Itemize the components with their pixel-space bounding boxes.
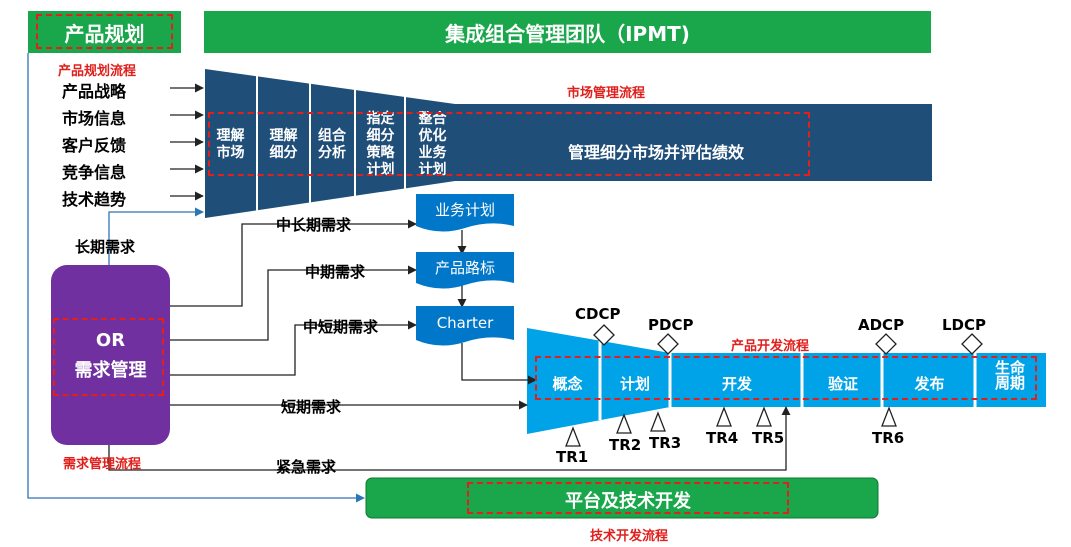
funnel-col-portfolio-analysis: 组合 分析 <box>318 128 346 161</box>
tr2-label: TR2 <box>609 436 642 454</box>
or-title: OR <box>95 330 126 351</box>
funnel-col-understand-segment: 理解 细分 <box>269 128 298 161</box>
platform-dashed-frame <box>467 482 789 514</box>
tr4-label: TR4 <box>706 429 739 447</box>
doc-product-roadmap <box>416 252 514 289</box>
phase-develop: 开发 <box>721 375 752 393</box>
platform-bar <box>365 477 879 519</box>
funnel-col-understand-market: 理解 市场 <box>216 128 245 161</box>
input-market-info: 市场信息 <box>62 109 127 128</box>
market-bar-label: 管理细分市场并评估绩效 <box>568 143 745 162</box>
tr4-triangle <box>716 406 732 427</box>
product-planning-flow-label: 产品规划流程 <box>58 64 137 79</box>
or-dashed-frame <box>53 318 164 396</box>
funnel-col-segment-strategy: 指定 细分 策略 计划 <box>366 111 395 178</box>
input-tech-trends: 技术趋势 <box>62 190 127 209</box>
adcp-diamond <box>875 333 897 355</box>
doc-product-roadmap-label: 产品路标 <box>434 258 495 277</box>
or-subtitle: 需求管理 <box>74 360 147 381</box>
product-dev-flow-label: 产品开发流程 <box>731 339 810 354</box>
phase-release: 发布 <box>914 375 945 393</box>
requirement-mgmt-flow-label: 需求管理流程 <box>63 457 142 472</box>
phase-lifecycle: 生命 周期 <box>994 359 1025 392</box>
ipmt-header: 集成组合管理团队（IPMT) <box>204 11 931 53</box>
ipmt-title: 集成组合管理团队（IPMT) <box>445 21 690 46</box>
phase-plan: 计划 <box>619 375 650 393</box>
tr2-triangle <box>616 413 632 434</box>
input-competition-info: 竞争信息 <box>62 163 127 182</box>
phase-verify: 验证 <box>827 375 858 393</box>
tr1-label: TR1 <box>556 448 589 466</box>
tr3-triangle <box>650 411 666 432</box>
adcp-label: ADCP <box>858 316 905 334</box>
market-dashed-frame <box>208 112 810 176</box>
doc-charter-label: Charter <box>436 314 494 332</box>
demand-mid-short-label: 中短期需求 <box>303 318 379 336</box>
market-funnel <box>205 69 932 218</box>
ldcp-diamond <box>961 333 983 355</box>
demand-mid-long-label: 中长期需求 <box>276 216 352 234</box>
cdcp-diamond <box>593 324 615 346</box>
product-planning-dashed-frame <box>36 14 173 49</box>
input-product-strategy: 产品战略 <box>62 82 127 101</box>
ldcp-label: LDCP <box>942 316 987 334</box>
or-box <box>51 265 170 445</box>
product-dev-funnel <box>527 328 1046 434</box>
pdcp-diamond <box>657 333 679 355</box>
doc-business-plan-label: 业务计划 <box>434 200 495 219</box>
demand-urgent-label: 紧急需求 <box>276 458 337 476</box>
input-customer-feedback: 客户反馈 <box>62 136 127 155</box>
cdcp-label: CDCP <box>575 305 621 323</box>
doc-charter <box>416 306 514 346</box>
doc-business-plan <box>416 194 514 232</box>
tr6-triangle <box>881 406 897 427</box>
demand-short-label: 短期需求 <box>281 398 342 416</box>
demand-long-label: 长期需求 <box>75 238 136 256</box>
phase-concept: 概念 <box>552 375 583 393</box>
tr6-label: TR6 <box>872 429 905 447</box>
pdcp-label: PDCP <box>648 316 694 334</box>
market-mgmt-flow-label: 市场管理流程 <box>567 86 646 101</box>
product-planning-title: 产品规划 <box>64 21 145 46</box>
product-planning-header: 产品规划 <box>28 11 181 53</box>
product-dev-dashed-frame <box>535 356 1037 400</box>
tr5-label: TR5 <box>752 429 785 447</box>
tr3-label: TR3 <box>649 434 682 452</box>
demand-mid-label: 中期需求 <box>305 263 366 281</box>
tech-dev-flow-label: 技术开发流程 <box>590 529 669 544</box>
tr1-triangle <box>565 426 581 447</box>
platform-label: 平台及技术开发 <box>565 491 691 512</box>
tr5-triangle <box>756 406 772 427</box>
